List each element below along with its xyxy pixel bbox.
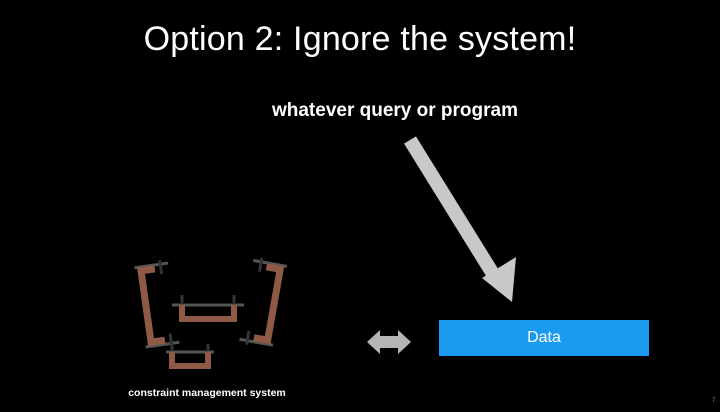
- slide-number: 7: [712, 398, 716, 404]
- slide-title: Option 2: Ignore the system!: [143, 20, 577, 58]
- data-box: Data: [439, 320, 649, 356]
- clamp-right: [239, 258, 288, 347]
- clamp-left: [134, 259, 180, 349]
- clamp-bottom: [166, 344, 214, 369]
- c-clamp-icon: [134, 258, 288, 369]
- clamp-center: [172, 295, 244, 322]
- system-label: constraint management system: [128, 387, 286, 399]
- double-headed-arrow-icon: [367, 330, 411, 354]
- data-label: Data: [527, 329, 561, 346]
- query-label: whatever query or program: [271, 100, 519, 121]
